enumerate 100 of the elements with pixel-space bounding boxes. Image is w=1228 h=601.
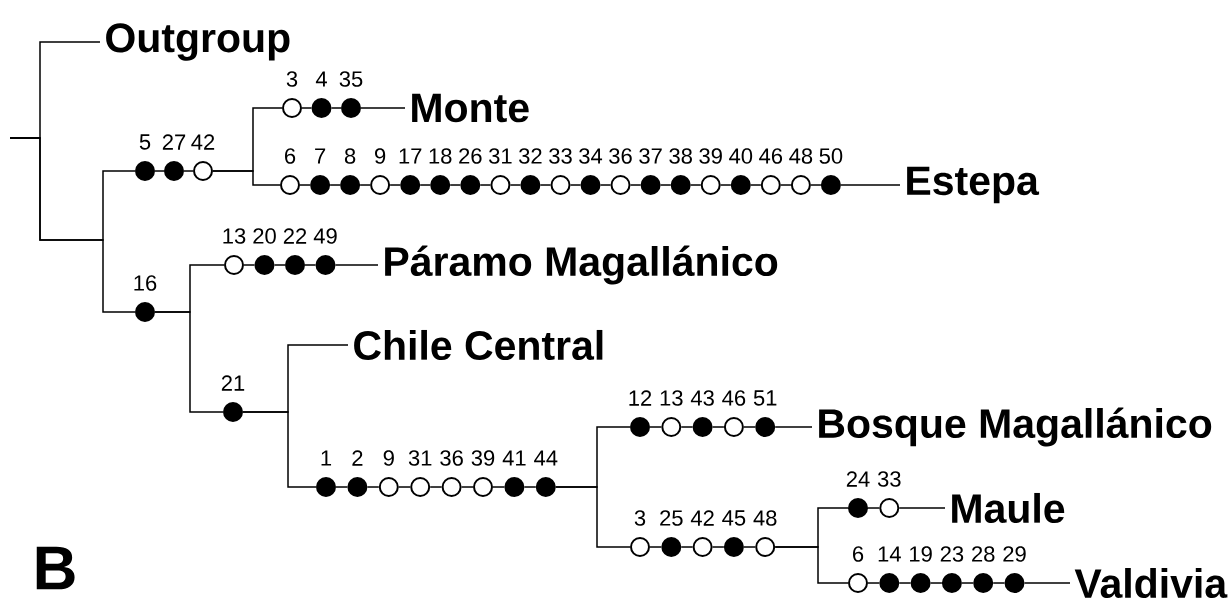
- branch-line: [599, 184, 612, 186]
- character-number: 3: [634, 510, 646, 526]
- state-circle: [610, 175, 631, 195]
- branch-line: [569, 184, 582, 186]
- state-circle: [661, 417, 682, 437]
- state-circle: [879, 573, 900, 593]
- state-circle: [723, 537, 744, 557]
- state-circle: [315, 255, 336, 275]
- state-circle: [135, 161, 155, 181]
- state-circle: [535, 477, 556, 497]
- character-number: 9: [383, 450, 394, 466]
- branch-line: [1023, 582, 1071, 584]
- state-circle: [280, 175, 300, 195]
- branch-line: [711, 546, 725, 548]
- state-circle: [193, 161, 213, 181]
- character-number: 5: [139, 134, 151, 150]
- character-number: 40: [729, 148, 753, 164]
- state-circle: [848, 573, 868, 593]
- taxon-label: Monte: [412, 93, 529, 123]
- state-circle: [341, 98, 361, 118]
- state-circle: [310, 175, 331, 195]
- branch-line: [335, 486, 349, 488]
- character-number: 48: [753, 510, 777, 526]
- state-circle: [311, 98, 332, 118]
- state-circle: [316, 477, 336, 497]
- state-circle: [692, 537, 713, 557]
- branch-line: [299, 184, 311, 186]
- state-circle: [760, 175, 781, 195]
- taxon-label: Valdivia: [1074, 567, 1228, 599]
- branch-line: [867, 507, 881, 509]
- character-number: 33: [877, 471, 901, 487]
- character-number: 41: [502, 450, 526, 466]
- state-circle: [661, 537, 682, 557]
- branch-line: [898, 582, 912, 584]
- state-circle: [670, 175, 691, 195]
- state-circle: [135, 302, 155, 322]
- character-number: 51: [753, 390, 777, 406]
- branch-line: [429, 486, 443, 488]
- character-number: 45: [722, 510, 746, 526]
- taxon-label: Maule: [952, 492, 1065, 524]
- state-circle: [254, 255, 275, 275]
- branch-line: [460, 486, 474, 488]
- state-circle: [1004, 573, 1025, 593]
- character-number: 29: [1003, 546, 1026, 562]
- character-number: 21: [221, 375, 245, 391]
- state-circle: [580, 175, 601, 195]
- character-number: 46: [722, 390, 746, 406]
- branch-line: [659, 184, 672, 186]
- character-number: 12: [629, 390, 652, 406]
- state-circle: [400, 175, 421, 195]
- character-number: 16: [134, 275, 157, 291]
- branch-line: [154, 311, 224, 413]
- branch-line: [243, 264, 256, 266]
- state-circle: [820, 175, 841, 195]
- branch-line: [419, 184, 431, 186]
- state-circle: [879, 498, 900, 518]
- character-number: 23: [940, 546, 964, 562]
- state-circle: [550, 175, 571, 195]
- character-number: 8: [344, 148, 356, 164]
- branch-line: [212, 170, 281, 186]
- state-circle: [790, 175, 811, 195]
- character-number: 19: [910, 546, 932, 562]
- branch-line: [242, 411, 317, 488]
- branch-line: [680, 546, 694, 548]
- state-circle: [460, 175, 481, 195]
- branch-line: [680, 426, 694, 428]
- branch-line: [961, 582, 974, 584]
- state-circle: [755, 537, 776, 557]
- branch-line: [649, 546, 663, 548]
- character-number: 7: [315, 148, 326, 164]
- state-circle: [630, 417, 650, 437]
- branch-line: [780, 184, 792, 186]
- character-number: 44: [534, 450, 558, 466]
- character-number: 49: [313, 228, 337, 244]
- character-number: 39: [699, 148, 722, 164]
- branch-line: [301, 107, 313, 109]
- state-circle: [410, 477, 431, 497]
- state-circle: [755, 417, 776, 437]
- state-circle: [441, 477, 462, 497]
- character-number: 2: [352, 450, 363, 466]
- branch-line: [867, 582, 881, 584]
- character-number: 31: [489, 148, 512, 164]
- branch-line: [810, 184, 822, 186]
- state-circle: [700, 175, 721, 195]
- branch-line: [183, 170, 194, 172]
- branch-line: [9, 137, 136, 313]
- panel-letter: B: [36, 546, 75, 590]
- character-number: 13: [223, 228, 246, 244]
- taxon-label: Estepa: [907, 166, 1040, 204]
- character-number: 31: [408, 450, 432, 466]
- character-number: 9: [375, 148, 386, 164]
- branch-line: [360, 107, 406, 109]
- state-circle: [282, 98, 302, 118]
- branch-line: [273, 264, 286, 266]
- branch-line: [898, 507, 946, 509]
- branch-line: [359, 184, 371, 186]
- state-circle: [285, 255, 305, 275]
- branch-line: [774, 426, 813, 428]
- branch-line: [743, 546, 756, 548]
- branch-line: [555, 486, 631, 548]
